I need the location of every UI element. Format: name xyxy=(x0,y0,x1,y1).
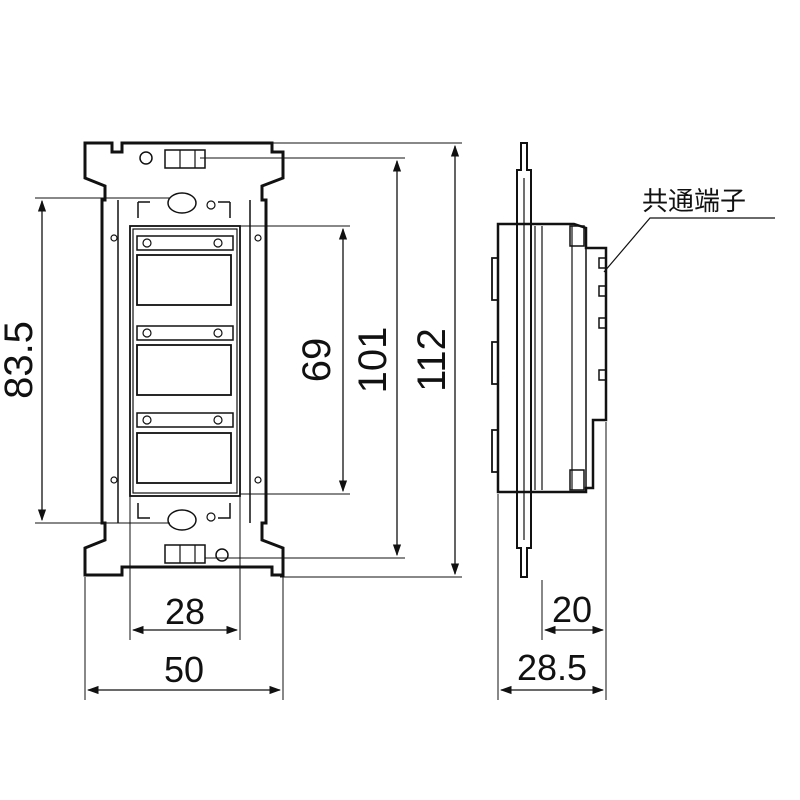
bottom-terminal xyxy=(164,544,229,564)
side-clip-bottom xyxy=(569,469,585,491)
switch-1 xyxy=(136,235,234,306)
switch-2 xyxy=(136,325,234,396)
side-clip-top xyxy=(569,225,585,247)
front-view xyxy=(83,141,285,577)
bottom-mount-slot xyxy=(137,503,231,531)
switch-frame xyxy=(129,225,241,497)
common-terminal-leader xyxy=(603,217,775,273)
dim-label-50: 50 xyxy=(164,649,204,690)
dim-label-83-5: 83.5 xyxy=(0,321,41,399)
plate-hole xyxy=(254,234,262,242)
dim-label-28-5: 28.5 xyxy=(517,647,587,688)
side-plate xyxy=(516,142,532,578)
extension-lines-side xyxy=(497,422,607,700)
top-mount-slot xyxy=(137,192,231,218)
plate-hole xyxy=(254,476,262,484)
side-body xyxy=(496,222,608,494)
dim-label-69: 69 xyxy=(295,338,339,383)
extension-lines-front xyxy=(35,142,462,700)
dim-label-20: 20 xyxy=(552,589,592,630)
dim-label-112: 112 xyxy=(410,328,454,392)
dim-label-28: 28 xyxy=(165,591,205,632)
common-terminal-label: 共通端子 xyxy=(642,186,746,216)
dim-label-101: 101 xyxy=(351,327,395,394)
side-terminals xyxy=(598,257,607,381)
side-switch-faces xyxy=(491,257,498,473)
switch-3 xyxy=(136,412,234,484)
top-terminal xyxy=(139,149,206,169)
plate-hole xyxy=(110,476,118,484)
side-view xyxy=(491,142,608,578)
plate-hole xyxy=(110,234,118,242)
